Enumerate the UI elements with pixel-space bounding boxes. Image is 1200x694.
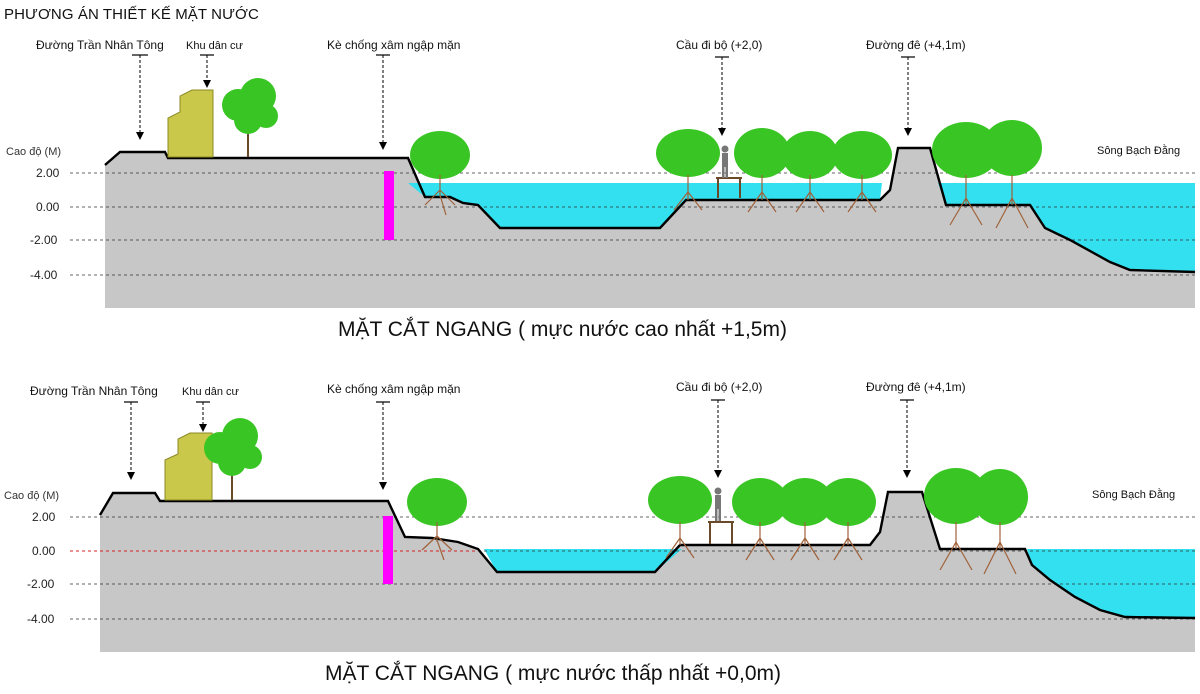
residential-tree (204, 418, 262, 500)
residential-tree (222, 78, 278, 157)
residential-building (167, 89, 214, 158)
label-river: Sông Bạch Đằng (1097, 145, 1181, 157)
tick-label: -4.00 (30, 268, 58, 282)
person-figure (721, 145, 729, 178)
tick-label: 2.00 (32, 510, 56, 524)
label-residential: Khu dân cư (182, 386, 239, 398)
label-dike-road: Đường đê (+4,1m) (866, 380, 966, 394)
mangrove-roots (424, 175, 1029, 229)
section-low-water: Đường Trần Nhân Tông Khu dân cư Kè chống… (0, 352, 1200, 694)
tick-label: 2.00 (36, 166, 60, 180)
residential-building (164, 432, 213, 501)
section-high-drawing (70, 54, 1196, 308)
person-figure (714, 487, 722, 521)
leader-ticks (132, 54, 915, 58)
elevation-axis-label: Cao độ (M) (4, 490, 60, 502)
water-body-river (1027, 549, 1195, 618)
section-low-drawing (70, 399, 1196, 652)
label-river: Sông Bạch Đằng (1092, 489, 1176, 501)
ground-outline (98, 490, 1196, 620)
pedestrian-bridge (708, 521, 734, 544)
ground-outline (104, 146, 1196, 274)
section-high-water: Đường Trần Nhân Tông Khu dân cư Kè chống… (6, 38, 1196, 341)
label-embankment: Kè chống xâm ngập mặn (327, 382, 461, 396)
mangrove-trees (407, 468, 1028, 526)
section-caption: MẶT CẮT NGANG ( mực nước cao nhất +1,5m) (338, 318, 787, 341)
mangrove-roots (421, 522, 1017, 575)
tick-label: 0.00 (32, 544, 56, 558)
label-residential: Khu dân cư (186, 40, 243, 52)
embankment-wall (384, 171, 394, 240)
label-dike-road: Đường đê (+4,1m) (866, 38, 966, 52)
leader-ticks (124, 399, 914, 403)
leader-arrowheads (136, 80, 912, 150)
tick-label: -4.00 (27, 612, 55, 626)
label-road: Đường Trần Nhân Tông (36, 38, 164, 52)
label-bridge: Cầu đi bộ (+2,0) (676, 38, 763, 52)
leader-lines (130, 400, 908, 482)
water-body-canal (484, 549, 682, 572)
leader-arrowheads (127, 424, 911, 490)
label-bridge: Cầu đi bộ (+2,0) (676, 380, 763, 394)
label-embankment: Kè chống xâm ngập mặn (327, 38, 461, 52)
elevation-axis-label: Cao độ (M) (6, 146, 62, 158)
page-title: PHƯƠNG ÁN THIẾT KẾ MẶT NƯỚC (4, 6, 259, 23)
tick-label: -2.00 (27, 577, 55, 591)
tick-label: 0.00 (36, 200, 60, 214)
mangrove-trees (410, 120, 1042, 179)
leader-lines (139, 55, 909, 142)
embankment-wall (383, 516, 393, 584)
section-caption: MẶT CẮT NGANG ( mực nước thấp nhất +0,0m… (325, 662, 781, 685)
water-body-river (938, 183, 1195, 272)
tick-label: -2.00 (30, 233, 58, 247)
pedestrian-bridge (716, 177, 742, 198)
label-road: Đường Trần Nhân Tông (30, 384, 158, 398)
